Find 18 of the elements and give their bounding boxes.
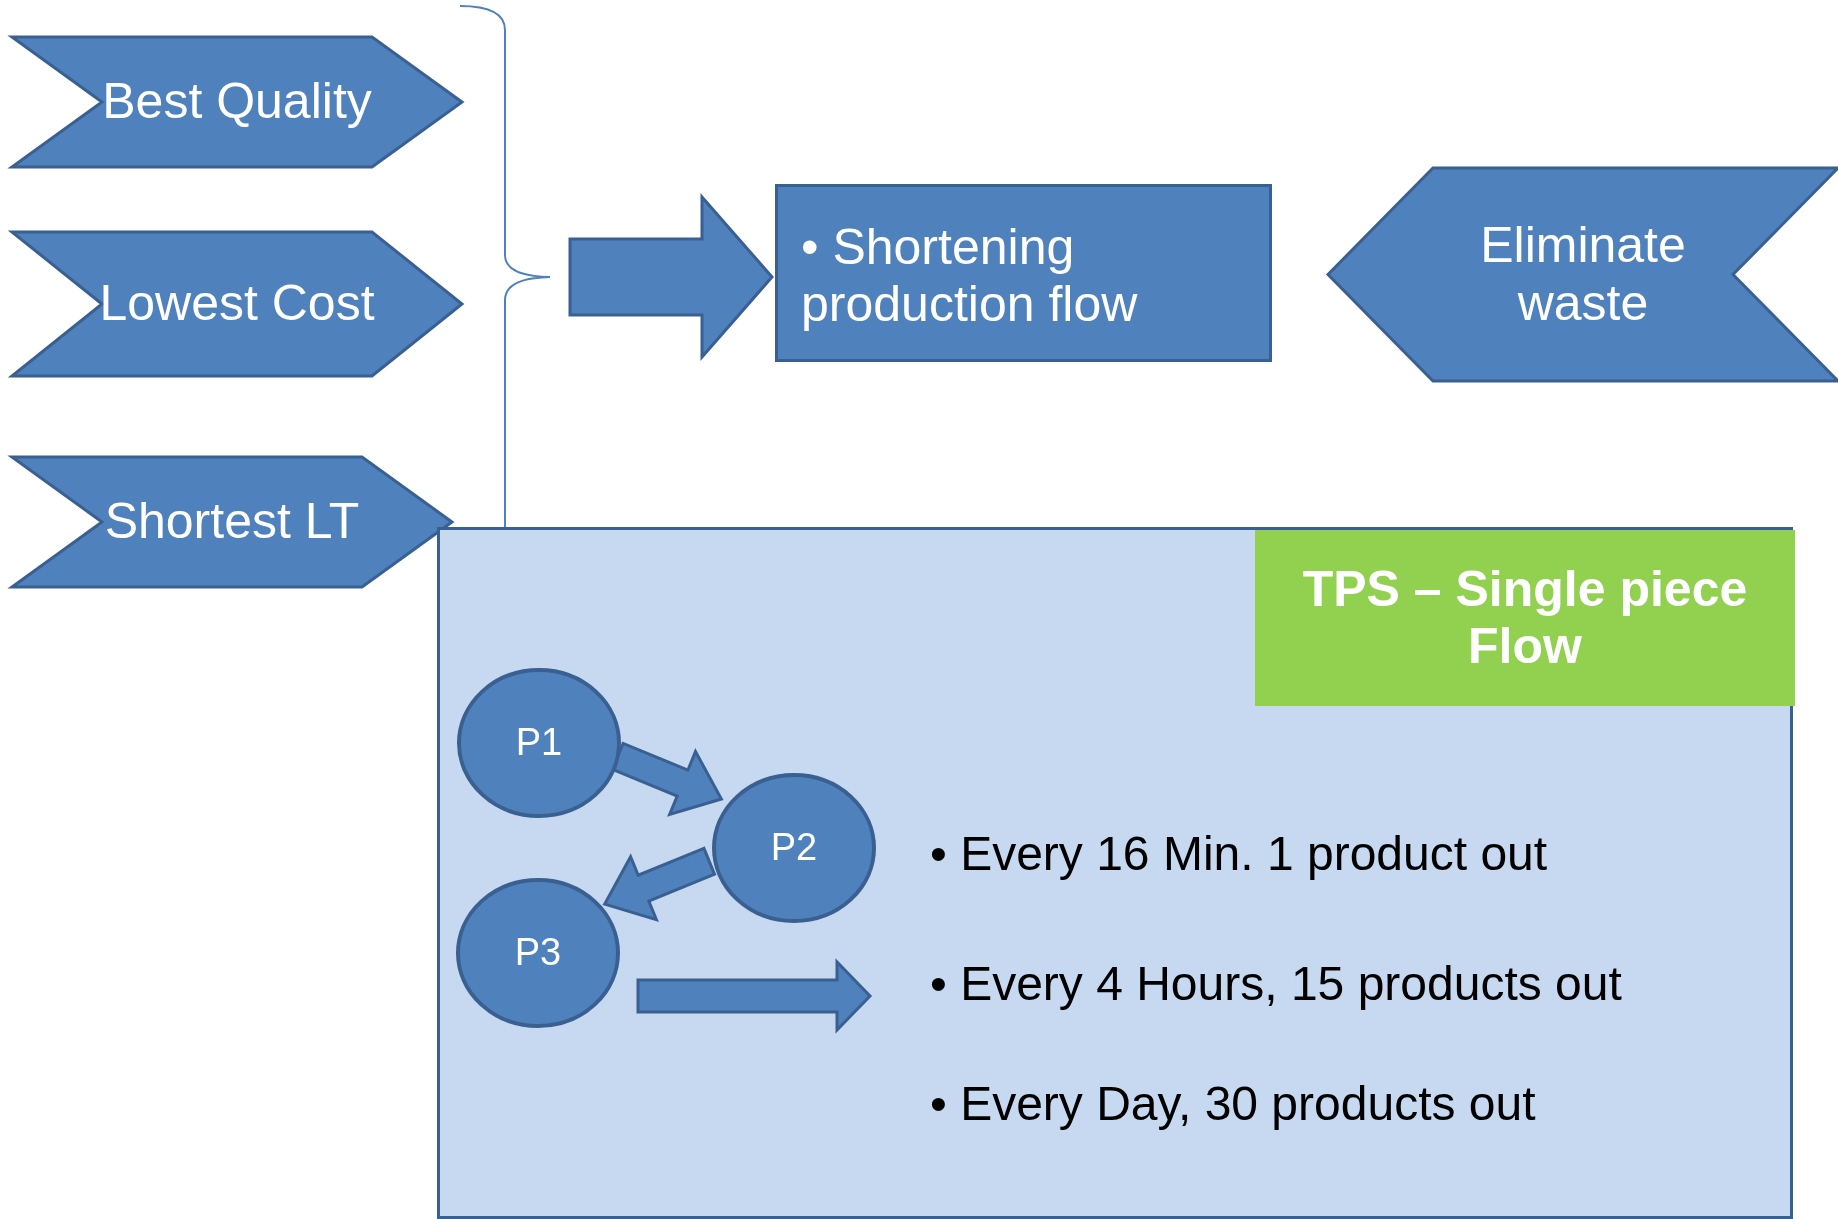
node-text: Best Quality	[102, 73, 372, 131]
bullet-text: • Every 4 Hours, 15 products out	[930, 956, 1622, 1011]
node-text: P1	[515, 721, 563, 765]
node-text: P2	[770, 826, 818, 870]
node-text: • Shortening production flow	[801, 218, 1139, 334]
node-text: Eliminate waste	[1479, 217, 1687, 332]
bullet-text: • Every 16 Min. 1 product out	[930, 826, 1548, 881]
info-panel	[437, 527, 1793, 1219]
heading-text: TPS – Single piece Flow	[1301, 560, 1749, 676]
bullet-text: • Every Day, 30 products out	[930, 1076, 1536, 1131]
node-text: P3	[514, 931, 562, 975]
block-arrow	[636, 958, 873, 1034]
process-box	[775, 184, 1272, 362]
node-text: Lowest Cost	[99, 275, 375, 333]
node-text: Shortest LT	[104, 493, 360, 551]
block-arrow	[602, 846, 717, 922]
header-box	[1255, 530, 1795, 706]
block-arrow	[568, 193, 774, 361]
